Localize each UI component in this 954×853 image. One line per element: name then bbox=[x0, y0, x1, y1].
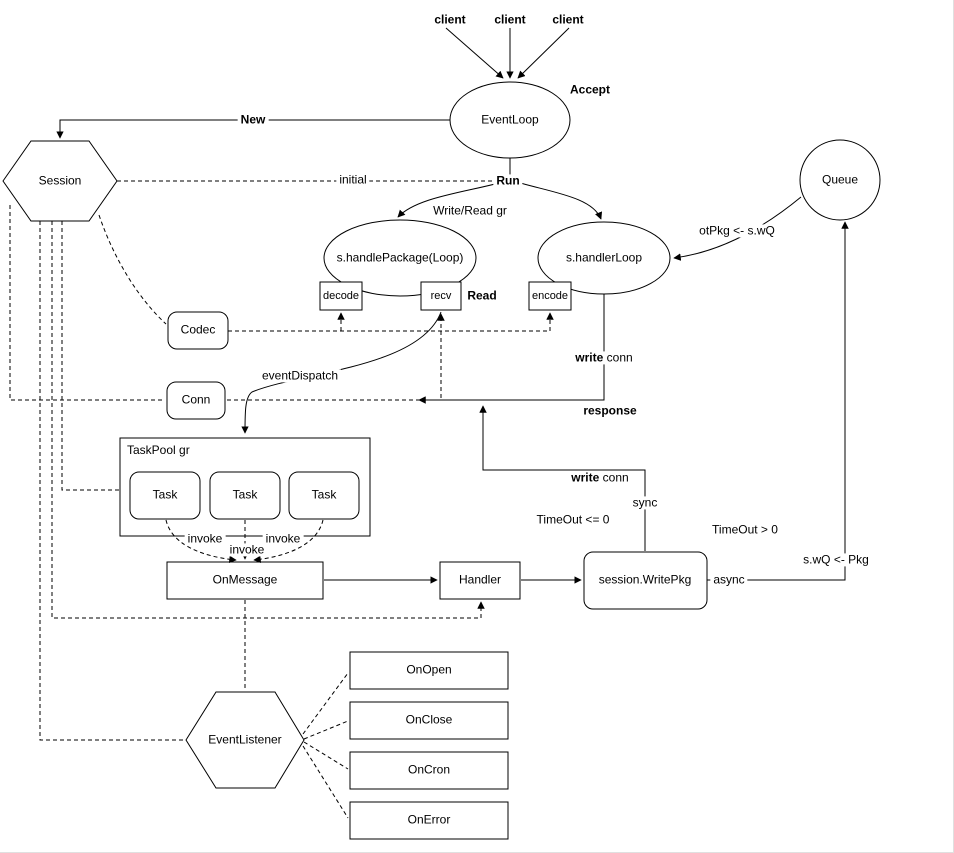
arrow-queue-handlerloop bbox=[673, 196, 802, 261]
on-cron-label: OnCron bbox=[407, 762, 451, 777]
write-bold-text-2: write bbox=[571, 470, 600, 485]
dash-task1-invoke bbox=[165, 519, 237, 564]
handler-node bbox=[439, 561, 521, 600]
event-loop-label: EventLoop bbox=[481, 112, 539, 127]
timeout-le-label: TimeOut <= 0 bbox=[536, 512, 610, 527]
decode-label: decode bbox=[322, 289, 360, 302]
arrow-writeconn-response bbox=[418, 294, 605, 404]
session-label: Session bbox=[38, 173, 82, 188]
handler-loop-label: s.handlerLoop bbox=[565, 250, 643, 265]
dash-eventlistener-onopen bbox=[302, 672, 349, 735]
dash-session-handler bbox=[51, 221, 485, 619]
encode-node bbox=[528, 281, 572, 311]
on-message-node bbox=[166, 561, 324, 600]
queue-node bbox=[799, 139, 881, 221]
taskpool-title: TaskPool gr bbox=[127, 443, 190, 457]
task-label-3: Task bbox=[311, 487, 337, 502]
task-node-3 bbox=[288, 471, 360, 520]
otpkg-label: otPkg <- s.wQ bbox=[696, 224, 778, 238]
dash-eventlistener-onclose bbox=[303, 720, 349, 740]
read-label: Read bbox=[467, 288, 497, 303]
arrow-run-handlerloop bbox=[509, 179, 603, 220]
dash-eventlistener-onerror bbox=[302, 745, 349, 819]
dash-task3-invoke bbox=[253, 519, 324, 564]
write-bold-text-1: write bbox=[575, 350, 604, 365]
dash-session-eventlistener bbox=[39, 221, 185, 741]
write-read-gr-label: Write/Read gr bbox=[430, 204, 510, 218]
invoke-label-3: invoke bbox=[262, 532, 304, 546]
queue-label: Queue bbox=[821, 172, 859, 187]
task-node-1 bbox=[129, 471, 201, 520]
dash-session-taskpool bbox=[61, 221, 119, 491]
accept-label: Accept bbox=[569, 82, 611, 97]
write-conn-label-2: write conn bbox=[568, 470, 632, 485]
handler-label: Handler bbox=[458, 572, 502, 587]
arrow-sync-writeconn bbox=[479, 405, 646, 551]
on-open-label: OnOpen bbox=[406, 662, 452, 677]
on-cron-node bbox=[349, 751, 509, 790]
decode-node bbox=[319, 281, 363, 311]
recv-node bbox=[420, 281, 462, 311]
swq-pkg-label: s.wQ <- Pkg bbox=[800, 553, 872, 567]
client-label-2: client bbox=[494, 12, 526, 27]
conn-node bbox=[166, 381, 226, 420]
client-label-3: client bbox=[552, 12, 584, 27]
event-listener-node bbox=[185, 691, 305, 789]
session-write-pkg-label: session.WritePkg bbox=[598, 572, 692, 587]
conn-label: Conn bbox=[181, 392, 211, 407]
on-message-label: OnMessage bbox=[212, 572, 278, 587]
arrow-client3-eventloop bbox=[517, 27, 570, 79]
arrow-async-queue bbox=[707, 221, 849, 581]
initial-label: initial bbox=[336, 173, 370, 187]
invoke-label-1: invoke bbox=[184, 532, 226, 546]
dash-eventlistener-oncron bbox=[303, 741, 349, 770]
response-label: response bbox=[583, 403, 637, 418]
client-label-1: client bbox=[434, 12, 466, 27]
task-label-2: Task bbox=[232, 487, 258, 502]
encode-label: encode bbox=[531, 289, 569, 302]
handle-package-label: s.handlePackage(Loop) bbox=[336, 250, 464, 265]
task-node-2 bbox=[209, 471, 281, 520]
write-conn-label-1: write conn bbox=[572, 350, 636, 365]
on-open-node bbox=[349, 651, 509, 690]
async-label: async bbox=[710, 573, 748, 587]
dash-session-codec bbox=[98, 214, 167, 325]
on-error-label: OnError bbox=[407, 812, 451, 827]
run-label: Run bbox=[493, 174, 523, 188]
invoke-label-2: invoke bbox=[226, 543, 268, 557]
conn-text-1: conn bbox=[606, 350, 633, 365]
task-label-1: Task bbox=[152, 487, 178, 502]
codec-label: Codec bbox=[180, 322, 216, 337]
event-dispatch-label: eventDispatch bbox=[258, 369, 342, 383]
arrow-new-eventloop-session bbox=[56, 119, 450, 139]
arrow-client1-eventloop bbox=[445, 27, 504, 79]
timeout-gt-label: TimeOut > 0 bbox=[712, 522, 778, 537]
on-error-node bbox=[349, 801, 509, 840]
new-label: New bbox=[237, 113, 269, 127]
recv-label: recv bbox=[430, 289, 452, 302]
dash-session-conn bbox=[9, 205, 165, 401]
on-close-label: OnClose bbox=[405, 712, 453, 727]
sync-label: sync bbox=[629, 496, 661, 510]
on-close-node bbox=[349, 701, 509, 740]
handle-package-node bbox=[323, 219, 477, 297]
event-listener-label: EventListener bbox=[208, 732, 282, 747]
conn-text-2: conn bbox=[602, 470, 629, 485]
